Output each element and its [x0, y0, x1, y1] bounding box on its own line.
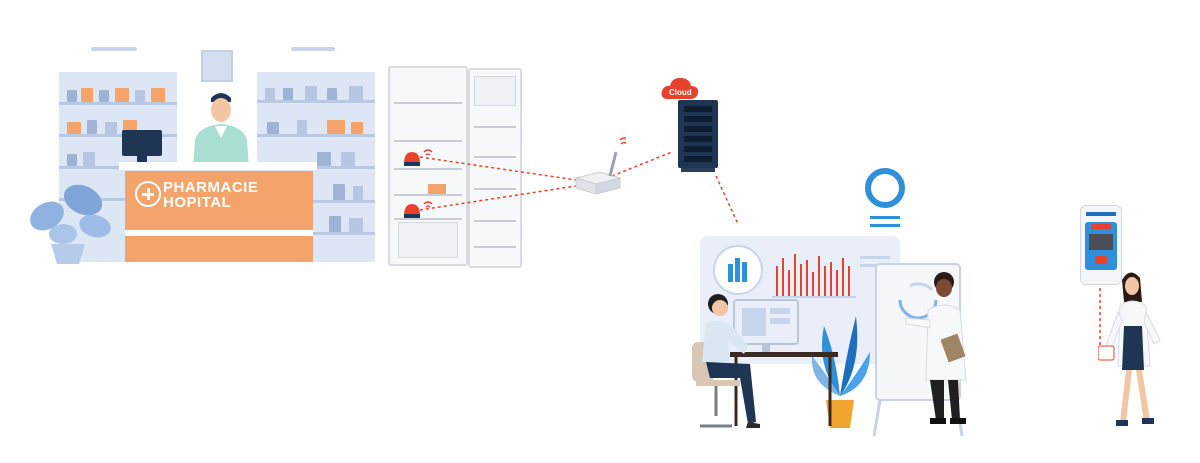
pharmacy-scene: PHARMACIE HOPITAL — [25, 40, 380, 265]
pharmacy-sign-line2: HOPITAL — [163, 194, 232, 211]
doctor-figure — [905, 272, 967, 424]
fridge-product-box — [428, 184, 446, 194]
counter-stripe — [125, 230, 313, 236]
fridge-body — [388, 66, 468, 266]
cloud-icon — [661, 77, 699, 99]
fridge-door — [468, 68, 522, 268]
pharmacist-figure — [193, 93, 249, 168]
plant-illustration — [30, 184, 111, 264]
temperature-sensor — [404, 149, 433, 166]
wall-frame — [201, 50, 233, 82]
usb-data-logger — [1080, 205, 1122, 285]
wireless-gateway — [574, 137, 626, 195]
server-base — [681, 168, 715, 172]
ceiling-light — [91, 47, 137, 51]
ceiling-light — [291, 47, 335, 51]
temperature-sensor — [404, 201, 433, 218]
refrigerator — [388, 66, 523, 268]
dashboard-graphics — [713, 245, 890, 298]
cloud-server — [678, 100, 718, 168]
pharmacy-sign-line1: PHARMACIE — [163, 179, 259, 196]
logger-panel — [1085, 222, 1117, 270]
logger-display — [1089, 234, 1113, 250]
monitor-stand — [137, 156, 147, 164]
counter-top — [119, 162, 317, 171]
cloud-label: Cloud — [669, 88, 692, 97]
counter-monitor — [122, 130, 162, 156]
seated-worker-figure — [702, 294, 760, 428]
logger-brand-strip — [1086, 212, 1116, 216]
brand-logo — [865, 168, 905, 227]
nurse-figure — [1098, 272, 1161, 426]
medical-cross-icon — [135, 181, 161, 207]
